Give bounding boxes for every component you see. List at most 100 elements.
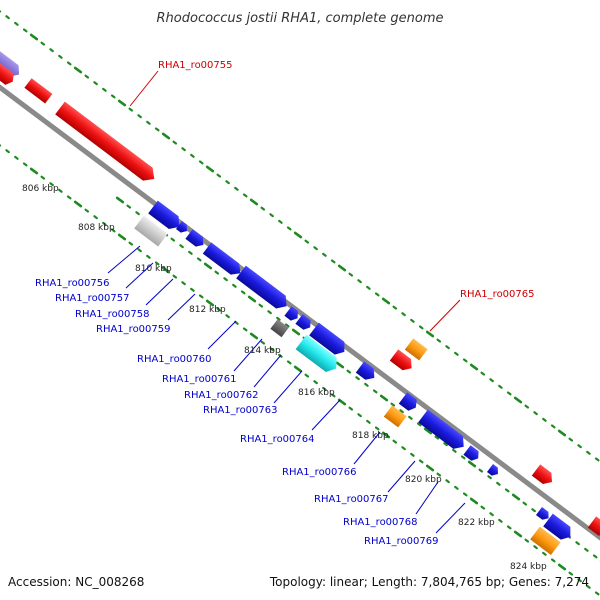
map-title: Rhodococcus jostii RHA1, complete genome: [157, 11, 444, 26]
scale-major-tick: [381, 297, 391, 305]
scale-minor-tick: [66, 195, 72, 200]
gene-arrow-red[interactable]: [24, 78, 53, 104]
scale-minor-tick: [269, 213, 274, 218]
gene-label[interactable]: RHA1_ro00759: [96, 324, 171, 335]
gene-ro00759[interactable]: [185, 229, 207, 249]
accession-text: Accession: NC_008268: [8, 575, 144, 589]
gene-ro00762-a[interactable]: [236, 265, 291, 313]
gene-ro00766[interactable]: [383, 405, 407, 428]
gene-arrow-blue[interactable]: [295, 314, 313, 332]
scale-minor-tick: [284, 323, 290, 328]
scale-minor-tick: [276, 316, 281, 321]
gene-label[interactable]: RHA1_ro00758: [75, 309, 150, 320]
scale-minor-tick: [198, 160, 204, 165]
scale-minor-tick: [225, 180, 230, 185]
scale-minor-tick: [128, 107, 134, 112]
leader-line: [207, 320, 237, 350]
scale-minor-tick: [374, 292, 380, 297]
scale-minor-tick: [286, 360, 292, 365]
scale-minor-tick: [584, 547, 589, 552]
scale-labels: 806 kbp 808 kbp 810 kbp 812 kbp 814 kbp …: [22, 184, 547, 572]
scale-minor-tick: [568, 571, 574, 576]
gene-arrow-red[interactable]: [0, 60, 17, 87]
scale-minor-tick: [146, 120, 151, 125]
scale-minor-tick: [214, 270, 220, 275]
scale-minor-tick: [154, 261, 160, 266]
gene-arrow-blue[interactable]: [398, 392, 420, 413]
gene-ro00768[interactable]: [463, 445, 481, 463]
gene-arrow-red[interactable]: [587, 516, 600, 537]
scale-minor-tick: [498, 518, 503, 523]
scale-minor-tick: [93, 81, 98, 86]
scale-major-tick: [29, 167, 39, 175]
gene-arrow-red[interactable]: [531, 464, 556, 487]
scale-minor-tick: [22, 162, 28, 167]
scale-minor-tick: [172, 140, 178, 145]
scale-major-tick: [115, 196, 125, 204]
scale-label: 814 kbp: [244, 346, 281, 356]
scale-minor-tick: [102, 221, 107, 226]
gene-label[interactable]: RHA1_ro00757: [55, 293, 130, 304]
gene-label[interactable]: RHA1_ro00756: [35, 278, 110, 289]
scale-minor-tick: [462, 358, 468, 363]
gene-ro00764[interactable]: [309, 322, 349, 359]
scale-minor-tick: [401, 446, 406, 451]
gene-ro00762-b[interactable]: [284, 306, 301, 323]
scale-major-tick: [29, 33, 39, 41]
scale-minor-tick: [234, 186, 239, 191]
scale-minor-tick: [84, 74, 90, 79]
scale-minor-tick: [190, 153, 195, 158]
scale-minor-tick: [452, 448, 457, 453]
scale-major-tick: [293, 231, 303, 239]
gene-label[interactable]: RHA1_ro00767: [314, 494, 389, 505]
scale-minor-tick: [348, 272, 354, 277]
gene-ro00756[interactable]: [134, 215, 168, 247]
scale-major-tick: [425, 464, 435, 472]
gene-label[interactable]: RHA1_ro00762: [184, 390, 259, 401]
scale-minor-tick: [357, 279, 362, 284]
gene-arrow-blue[interactable]: [543, 513, 575, 544]
gene-ro00758[interactable]: [175, 221, 190, 235]
scale-minor-tick: [443, 442, 448, 447]
gene-label[interactable]: RHA1_ro00763: [203, 405, 278, 416]
scale-minor-tick: [93, 215, 98, 220]
gene-ro00760[interactable]: [202, 242, 245, 278]
scale-minor-tick: [269, 347, 274, 352]
scale-minor-tick: [594, 457, 600, 462]
gene-arrow-blue[interactable]: [355, 361, 379, 383]
gene-ro00763[interactable]: [295, 334, 342, 376]
gene-arrow-blue[interactable]: [486, 464, 501, 478]
gene-arrow-lavender[interactable]: [0, 42, 23, 80]
scale-minor-tick: [577, 578, 582, 583]
gene-label[interactable]: RHA1_ro00766: [282, 467, 357, 478]
scale-minor-tick: [460, 455, 466, 460]
scale-minor-tick: [66, 61, 72, 66]
gene-label[interactable]: RHA1_ro00761: [162, 374, 237, 385]
gene-label[interactable]: RHA1_ro00768: [343, 517, 418, 528]
scale-minor-tick: [542, 551, 547, 556]
scale-minor-tick: [181, 281, 186, 286]
scale-minor-tick: [410, 452, 415, 457]
gene-ro00769[interactable]: [535, 507, 552, 522]
gene-arrow-red[interactable]: [389, 349, 416, 373]
leader-line: [129, 70, 159, 107]
gene-ro00767[interactable]: [418, 409, 468, 453]
gene-label[interactable]: RHA1_ro00769: [364, 536, 439, 547]
scale-minor-tick: [454, 351, 459, 356]
gene-ro00761[interactable]: [270, 319, 289, 338]
gene-label[interactable]: RHA1_ro00765: [460, 289, 535, 300]
gene-label[interactable]: RHA1_ro00764: [240, 434, 315, 445]
gene-ro00765[interactable]: [404, 338, 428, 361]
gene-label[interactable]: RHA1_ro00760: [137, 354, 212, 365]
genome-backbone: [0, 84, 600, 541]
gene-label[interactable]: RHA1_ro00755: [158, 60, 233, 71]
scale-label: 808 kbp: [78, 223, 115, 233]
scale-minor-tick: [408, 415, 413, 420]
scale-major-tick: [291, 328, 301, 336]
scale-minor-tick: [49, 48, 54, 53]
scale-minor-tick: [496, 481, 501, 486]
gene-ro00755[interactable]: [55, 101, 159, 186]
gene-ro00757[interactable]: [148, 200, 184, 234]
scale-major-tick: [337, 398, 347, 406]
gene-arrow-orange[interactable]: [530, 526, 561, 556]
